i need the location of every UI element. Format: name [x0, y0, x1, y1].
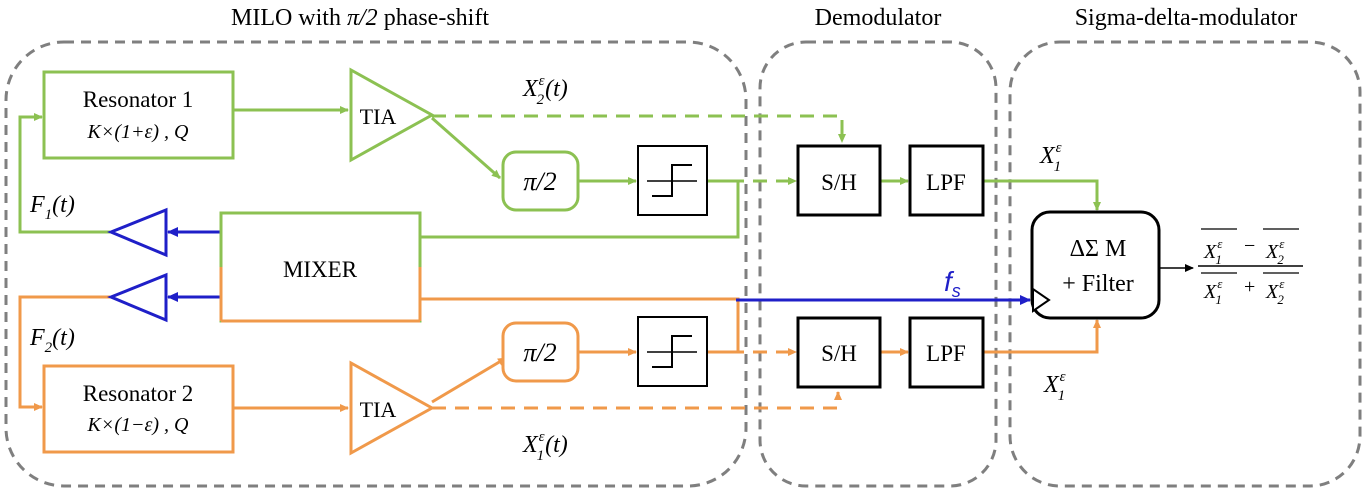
sigma-delta-block: [1030, 210, 1161, 320]
milo-section-box: [4, 40, 748, 488]
label-fs: fs: [944, 266, 961, 301]
resonator-2-name: Resonator 2: [83, 381, 194, 406]
amplifier-f1-triangle: [107, 207, 168, 258]
tia-top-label: TIA: [360, 104, 397, 129]
sample-hold-top-label: S/H: [821, 170, 857, 195]
svg-text:Xε2: Xε2: [1265, 236, 1285, 267]
svg-text:−: −: [1244, 235, 1255, 257]
sample-hold-bottom: [796, 316, 882, 389]
resonator-1-block: [42, 70, 235, 160]
svg-text:Xε2: Xε2: [1265, 276, 1285, 307]
sigma-delta-line2: + Filter: [1062, 271, 1134, 297]
clock-input-icon: [1032, 287, 1051, 313]
phase-shift-top: [501, 150, 580, 212]
sample-hold-bottom-label: S/H: [821, 341, 857, 366]
green-path: [18, 106, 1101, 241]
resonator-1-params: K×(1+ε) , Q: [87, 121, 190, 143]
comparator-top: [637, 145, 708, 216]
resonator-2-block: [42, 364, 235, 454]
svg-text:Xε1: Xε1: [1203, 236, 1223, 267]
comparator-bottom: [637, 316, 708, 387]
label-f2-t: F2(t): [29, 325, 75, 356]
lpf-top: [908, 144, 985, 217]
svg-text:Xε1: Xε1: [1203, 276, 1223, 307]
label-f1-t: F1(t): [29, 192, 75, 223]
sdm-title: Sigma-delta-modulator: [1075, 5, 1298, 31]
resonator-1-name: Resonator 1: [83, 87, 194, 112]
blue-path: [167, 227, 1031, 305]
demodulator-section-box: [758, 40, 998, 488]
tia-bottom-triangle: [349, 360, 436, 456]
phase-shift-bottom: [501, 321, 580, 383]
amplifier-f2-triangle: [107, 272, 168, 323]
sigma-delta-line1: ΔΣ M: [1070, 236, 1127, 262]
resonator-2-params: K×(1−ε) , Q: [87, 414, 190, 436]
milo-title: MILO with π/2 phase-shift: [231, 5, 489, 31]
tia-bottom-label: TIA: [360, 397, 397, 422]
phase-shift-bottom-label: π/2: [523, 338, 556, 367]
demodulator-title: Demodulator: [815, 5, 942, 31]
lpf-bottom: [908, 316, 985, 389]
orange-path: [18, 295, 1101, 412]
svg-text:+: +: [1244, 276, 1255, 298]
lpf-bottom-label: LPF: [926, 341, 966, 366]
sample-hold-top: [796, 144, 882, 217]
lpf-top-label: LPF: [926, 170, 966, 195]
phase-shift-top-label: π/2: [523, 167, 556, 196]
mixer-label: MIXER: [283, 257, 358, 282]
tia-top-triangle: [349, 67, 436, 163]
sdm-section-box: [1008, 40, 1362, 488]
